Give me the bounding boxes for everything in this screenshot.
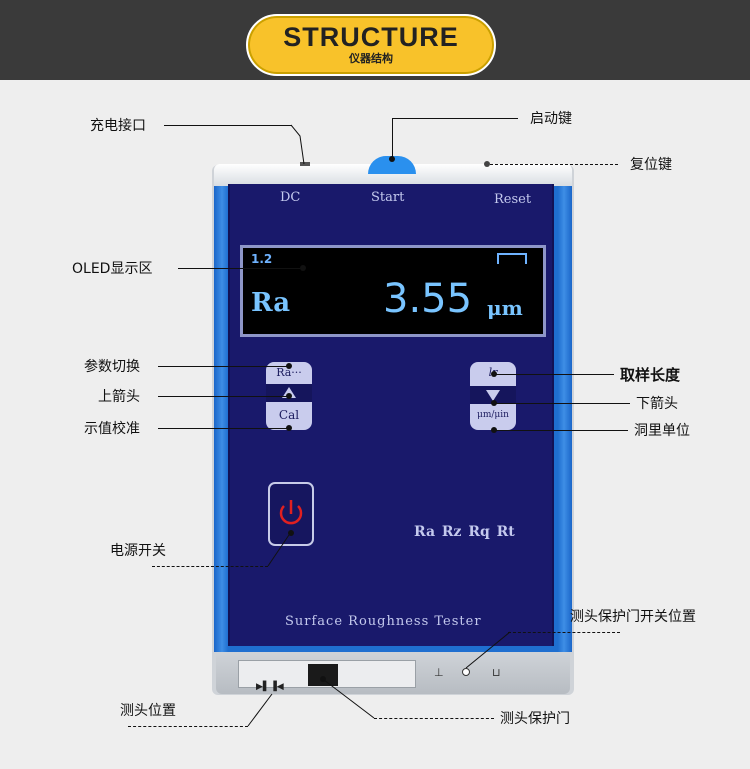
label-charge-port: 充电接口 xyxy=(90,118,146,134)
up-triangle-icon xyxy=(282,387,296,398)
sample-length-dot xyxy=(491,371,497,377)
oled-display: 1.2 Ra 3.55 μm xyxy=(240,245,546,337)
leader-power-bend xyxy=(267,531,292,567)
label-down-arrow: 下箭头 xyxy=(636,396,678,412)
label-oled: OLED显示区 xyxy=(72,261,153,277)
oled-value: 3.55 xyxy=(383,276,473,322)
label-probe-door: 测头保护门 xyxy=(500,711,570,727)
start-silk-label: Start xyxy=(371,190,405,205)
leader-charge-port-bend xyxy=(290,124,305,165)
banner-title: STRUCTURE xyxy=(283,22,459,52)
leader-probe-door-switch-bend xyxy=(465,631,511,669)
reset-silk-label: Reset xyxy=(494,192,532,207)
unit-key[interactable]: μm/μin xyxy=(477,410,509,420)
leader-power xyxy=(152,566,268,567)
unlock-symbol-icon: ⊔ xyxy=(492,666,501,679)
label-probe-position: 测头位置 xyxy=(120,703,176,719)
oled-small-value: 1.2 xyxy=(251,252,273,266)
calibration-key[interactable]: Cal xyxy=(278,408,300,422)
modes-silk-label: Ra Rz Rq Rt xyxy=(414,524,515,540)
label-calibration: 示值校准 xyxy=(84,421,140,437)
leader-probe-door-bend xyxy=(323,679,375,719)
leader-calibration xyxy=(158,428,288,429)
probe-door-slider[interactable] xyxy=(308,664,338,686)
leader-start-key xyxy=(392,118,518,119)
unit-dot xyxy=(491,427,497,433)
label-unit: 洞里单位 xyxy=(634,423,690,439)
leader-charge-port xyxy=(164,125,292,126)
leader-param-switch xyxy=(158,366,288,367)
door-switch-dot xyxy=(462,668,470,676)
label-up-arrow: 上箭头 xyxy=(98,389,140,405)
power-icon xyxy=(279,500,303,525)
probe-door-dot xyxy=(320,676,326,682)
banner-subtitle: 仪器结构 xyxy=(349,52,393,65)
lock-symbol-icon: ⊥ xyxy=(434,666,444,679)
reset-key[interactable] xyxy=(484,161,490,167)
label-param-switch: 参数切换 xyxy=(84,359,140,375)
down-arrow-dot xyxy=(491,400,497,406)
leader-unit xyxy=(494,430,628,431)
start-key[interactable] xyxy=(368,156,416,174)
charge-port xyxy=(300,162,310,166)
leader-probe-position-bend xyxy=(247,693,273,727)
leader-sample-length xyxy=(494,374,614,375)
leader-reset-key xyxy=(490,164,618,165)
label-sample-length: 取样长度 xyxy=(620,366,681,384)
leader-probe-door-switch xyxy=(508,632,620,633)
leader-up-arrow xyxy=(158,396,288,397)
up-arrow-dot xyxy=(286,393,292,399)
leader-oled xyxy=(178,268,302,269)
param-switch-dot xyxy=(286,363,292,369)
label-reset-key: 复位键 xyxy=(630,157,672,173)
label-power: 电源开关 xyxy=(110,543,166,559)
oled-dot xyxy=(300,265,306,271)
stop-mark-icon: ▶▌▐◀ xyxy=(256,682,284,692)
label-probe-door-switch: 测头保护门开关位置 xyxy=(570,609,696,625)
power-dot xyxy=(288,530,294,536)
battery-icon xyxy=(497,253,527,264)
start-key-dot xyxy=(389,156,395,162)
leader-probe-position xyxy=(128,726,248,727)
param-switch-key[interactable]: Ra··· xyxy=(276,366,302,379)
device-top-cap xyxy=(214,164,572,186)
oled-unit: μm xyxy=(487,296,523,320)
calibration-dot xyxy=(286,425,292,431)
leader-start-key-drop xyxy=(392,118,393,160)
structure-banner: STRUCTURE 仪器结构 xyxy=(246,14,496,76)
dc-silk-label: DC xyxy=(280,190,301,205)
leader-probe-door xyxy=(374,718,494,719)
down-triangle-icon xyxy=(486,390,500,401)
down-arrow-key[interactable] xyxy=(470,386,516,404)
oled-param: Ra xyxy=(251,288,291,318)
device-name-label: Surface Roughness Tester xyxy=(285,614,482,629)
label-start-key: 启动键 xyxy=(530,111,572,127)
leader-down-arrow xyxy=(494,403,630,404)
